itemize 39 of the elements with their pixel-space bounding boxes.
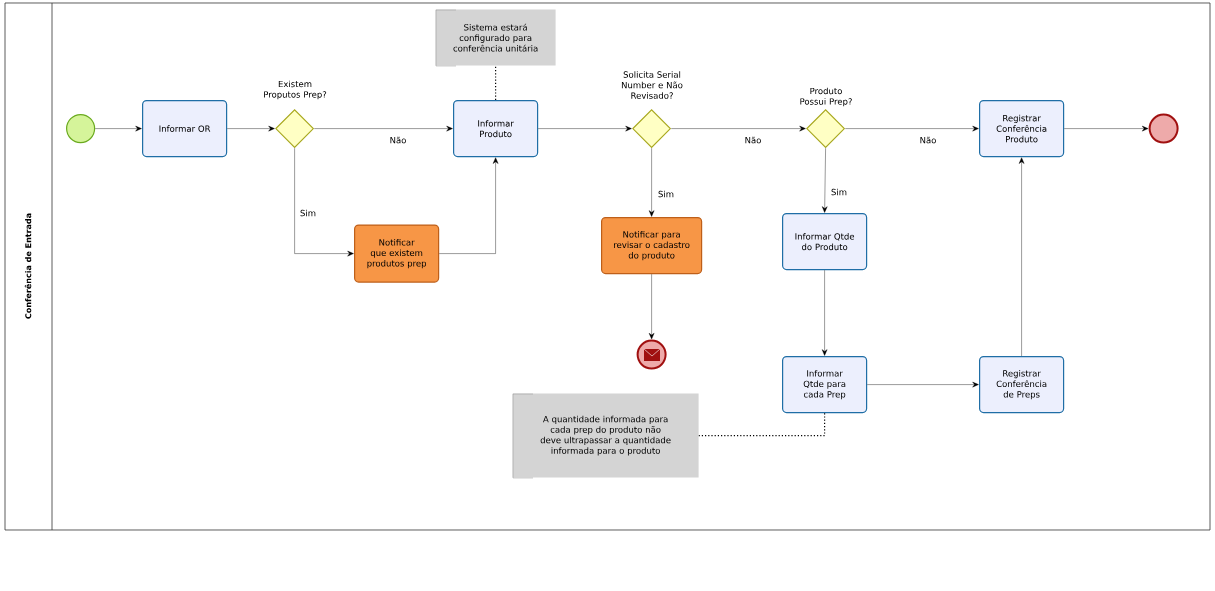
connector (698, 412, 826, 437)
task-box: Notificar que existem produtos prep (354, 224, 440, 283)
arrow (439, 157, 499, 254)
connector (495, 65, 497, 101)
node-label: Solicita Serial Number e Não Revisado? (621, 71, 683, 99)
arrow (845, 125, 979, 132)
edge-label: Sim (299, 208, 318, 218)
arrow (671, 125, 806, 132)
task-box: Informar OR (142, 100, 228, 158)
annotation-box: Sistema estará configurado para conferência unitária (435, 9, 556, 67)
end-event (1148, 113, 1179, 144)
arrow (821, 270, 828, 356)
arrow (648, 148, 655, 217)
edge-label: Não (388, 135, 408, 145)
task-box: Informar Qtde para cada Prep (782, 356, 868, 414)
annotation-box: A quantidade informada para cada prep do produto não deve ultrapassar a quantidade informada para o produto (512, 393, 699, 479)
arrow (538, 125, 632, 132)
edge-label: Não (918, 135, 938, 145)
arrow (95, 125, 142, 132)
arrow (1064, 125, 1149, 132)
arrow (314, 125, 453, 132)
task-box: Notificar para revisar o cadastro do produto (601, 217, 703, 275)
arrow (821, 148, 828, 213)
node-label: Produto Possui Prep? (800, 87, 852, 107)
task-box: Informar Qtde do Produto (782, 213, 868, 271)
edge-label: Sim (657, 189, 675, 199)
edge-label: Sim (830, 187, 848, 197)
node-label: Existem Proputos Prep? (264, 80, 327, 100)
arrow (867, 381, 979, 388)
arrow (1018, 157, 1025, 357)
task-box: Informar Produto (453, 100, 539, 158)
task-box: Registrar Conferência Produto (979, 100, 1065, 158)
task-box: Registrar Conferência de Preps (979, 356, 1065, 414)
arrow (294, 148, 354, 257)
arrow (227, 125, 275, 132)
edge-label: Não (743, 135, 763, 145)
arrow (648, 274, 655, 340)
message-end-event (636, 339, 667, 370)
start-event (66, 114, 96, 144)
